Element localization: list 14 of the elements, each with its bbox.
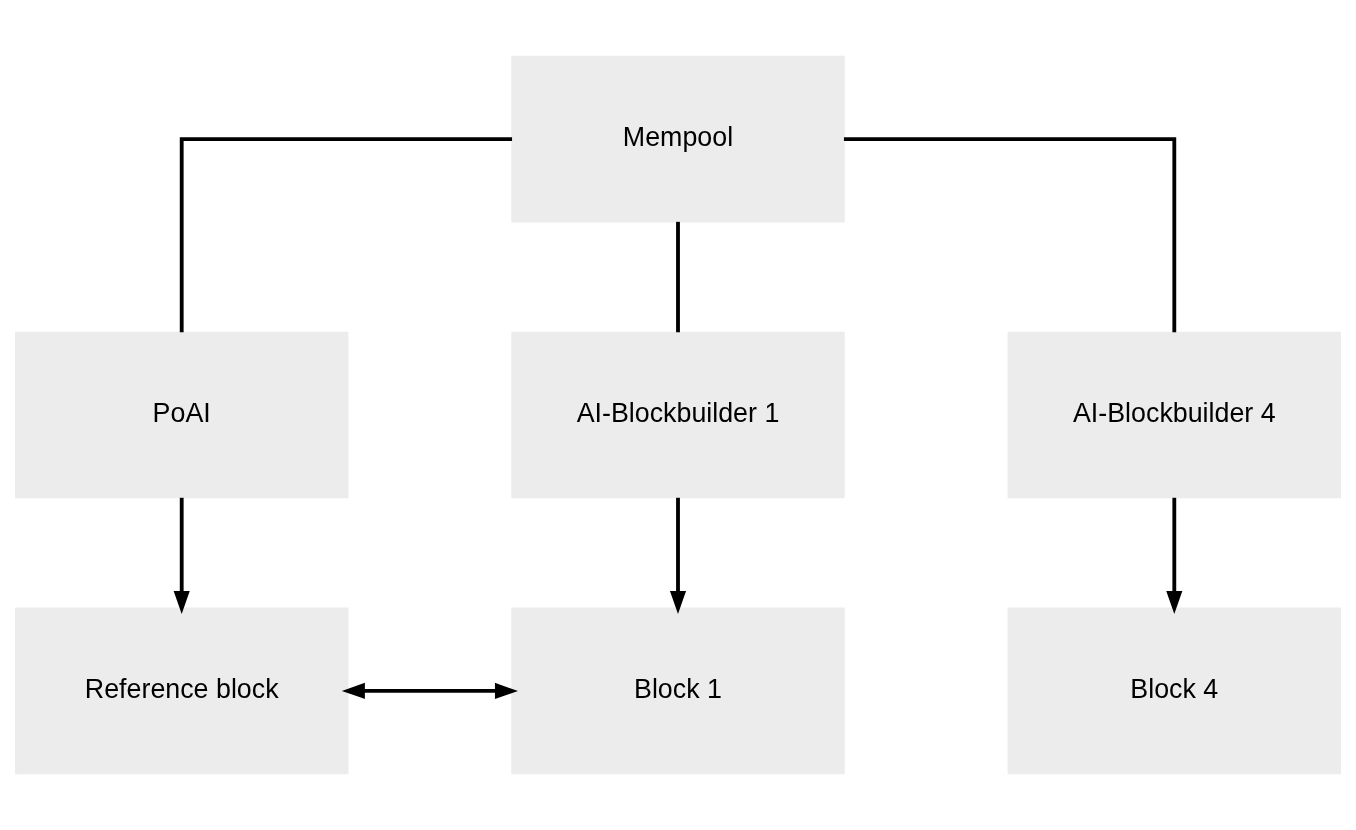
node-box: AI-Blockbuilder 4 (1007, 331, 1341, 499)
arrow (1166, 497, 1183, 614)
connector (179, 137, 513, 333)
node-box: PoAI (15, 331, 349, 499)
node-box: AI-Blockbuilder 1 (511, 331, 845, 499)
node-box: Block 4 (1007, 607, 1341, 775)
arrow (173, 497, 190, 614)
arrow (669, 497, 687, 614)
connector (676, 221, 680, 333)
node-box: Reference block (15, 607, 349, 775)
arrow (341, 682, 518, 699)
node-box: Mempool (511, 55, 845, 223)
connector (843, 137, 1177, 333)
node-box: Block 1 (511, 607, 845, 775)
